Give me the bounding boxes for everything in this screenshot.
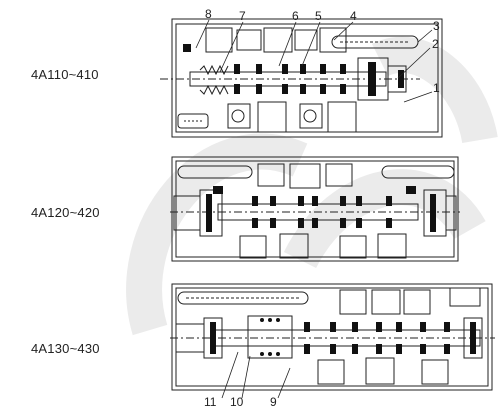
valve2-seal-rings (252, 196, 392, 228)
callout-8: 8 (205, 7, 212, 21)
valve3-seal-rings (304, 322, 450, 354)
callout-3: 3 (433, 19, 440, 33)
valve3-center-spring (247, 315, 293, 359)
callout-9: 9 (270, 395, 277, 409)
callout-5: 5 (315, 9, 322, 23)
callout-10: 10 (230, 395, 244, 409)
valve1-return-spring (199, 64, 229, 76)
valve3-body-outline (171, 283, 493, 391)
valve-4a130-430 (170, 283, 495, 399)
callout-2: 2 (432, 37, 439, 51)
valve2-pilot-tube-left (177, 165, 253, 179)
watermark (126, 36, 498, 336)
valve1-dark-block (183, 44, 191, 52)
valve2-body-outline (171, 156, 459, 262)
callouts-top: 8 7 6 5 4 3 2 1 (205, 7, 440, 95)
model-label-4a130-430: 4A130~430 (31, 341, 100, 356)
callout-1: 1 (433, 81, 440, 95)
model-label-4a120-420: 4A120~420 (31, 205, 100, 220)
model-label-4a110-410: 4A110~410 (31, 67, 99, 82)
valve1-body-outline (171, 18, 443, 138)
valve2-pilot-tube-right (381, 165, 455, 179)
callout-11: 11 (204, 395, 217, 409)
callout-4: 4 (350, 9, 357, 23)
valve1-port-top-p (263, 27, 293, 53)
valve3-pilot-tube (177, 291, 309, 305)
valve-4a120-420 (170, 156, 460, 262)
valve1-seal-rings (234, 64, 346, 94)
valve3-right-actuator (463, 317, 483, 359)
callouts-bottom: 11 10 9 (204, 395, 277, 409)
valve-4a110-410 (160, 18, 443, 138)
valve1-body-inner (175, 23, 439, 133)
callout-6: 6 (292, 9, 299, 23)
valve1-port-top-a (205, 27, 233, 53)
valve1-port-top-b (319, 27, 347, 53)
valve1-port-bottom-r (227, 103, 251, 129)
callout-7: 7 (239, 9, 246, 23)
